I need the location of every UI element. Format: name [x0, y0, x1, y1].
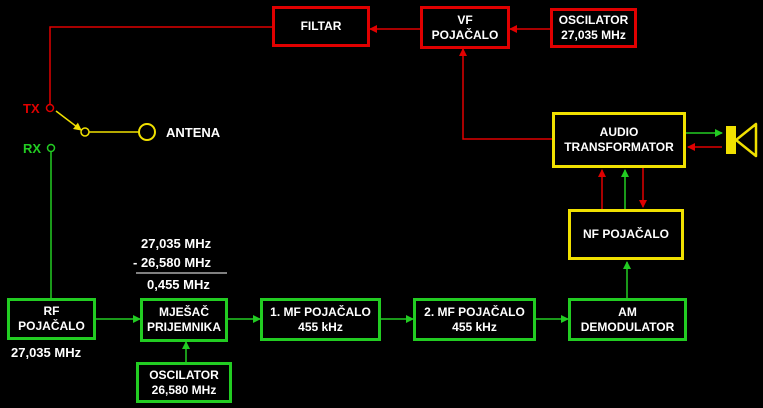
am-line1: AM — [618, 304, 637, 319]
switch-pivot — [80, 127, 90, 137]
rx-label: RX — [23, 141, 42, 156]
rf-line2: POJAČALO — [18, 319, 85, 333]
mjesac-line1: MJEŠAČ — [158, 305, 209, 319]
switch-arm — [55, 110, 82, 131]
tx-label: TX — [23, 101, 40, 116]
calc-result: 0,455 MHz — [147, 277, 210, 292]
mf1-line1: 1. MF POJAČALO — [270, 304, 371, 319]
audio-line2: TRANSFORMATOR — [564, 140, 674, 154]
vf-pojacalo-block: VF POJAČALO — [420, 6, 510, 49]
am-demodulator-block: AM DEMODULATOR — [568, 298, 687, 341]
audio-transformator-block: AUDIO TRANSFORMATOR — [552, 112, 686, 168]
filtar-block: FILTAR — [272, 6, 370, 47]
rf-line1: RF — [43, 304, 60, 318]
mjesac-line2: PRIJEMNIKA — [146, 320, 221, 334]
calc-line1: 27,035 MHz — [141, 236, 212, 251]
rf-frequency: 27,035 MHz — [11, 345, 82, 360]
rf-pojacalo-block: RF POJAČALO — [7, 298, 96, 340]
am-line2: DEMODULATOR — [580, 319, 675, 334]
oscilator-rx-line1: OSCILATOR — [149, 367, 219, 382]
antenna-terminal — [138, 123, 156, 141]
mf1-block: 1. MF POJAČALO 455 kHz — [260, 298, 381, 341]
mf2-block: 2. MF POJAČALO 455 kHz — [413, 298, 536, 341]
audio-line1: AUDIO — [599, 125, 639, 139]
filtar-label: FILTAR — [300, 19, 342, 33]
oscilator-tx-line2: 27,035 MHz — [561, 28, 626, 42]
oscilator-rx-block: OSCILATOR 26,580 MHz — [136, 362, 232, 403]
oscilator-rx-line2: 26,580 MHz — [151, 382, 217, 397]
oscilator-tx-line1: OSCILATOR — [558, 13, 629, 27]
rx-terminal — [46, 143, 56, 153]
line-audio-to-vf — [459, 48, 552, 140]
vf-label-line1: VF — [457, 12, 473, 27]
mjesac-block: MJEŠAČ PRIJEMNIKA — [140, 298, 228, 342]
nf-label: NF POJAČALO — [582, 227, 669, 241]
tx-terminal — [45, 103, 55, 113]
vf-label-line2: POJAČALO — [431, 27, 499, 42]
mf1-line2: 455 kHz — [298, 319, 343, 334]
speaker-icon — [726, 122, 758, 158]
oscilator-tx-block: OSCILATOR 27,035 MHz — [550, 8, 637, 48]
nf-pojacalo-block: NF POJAČALO — [568, 209, 684, 260]
mf2-line1: 2. MF POJAČALO — [424, 304, 525, 319]
mf2-line2: 455 kHz — [452, 319, 497, 334]
antenna-label: ANTENA — [166, 125, 221, 140]
line-filtar-to-tx — [49, 26, 272, 104]
calc-line2: - 26,580 MHz — [133, 255, 212, 270]
